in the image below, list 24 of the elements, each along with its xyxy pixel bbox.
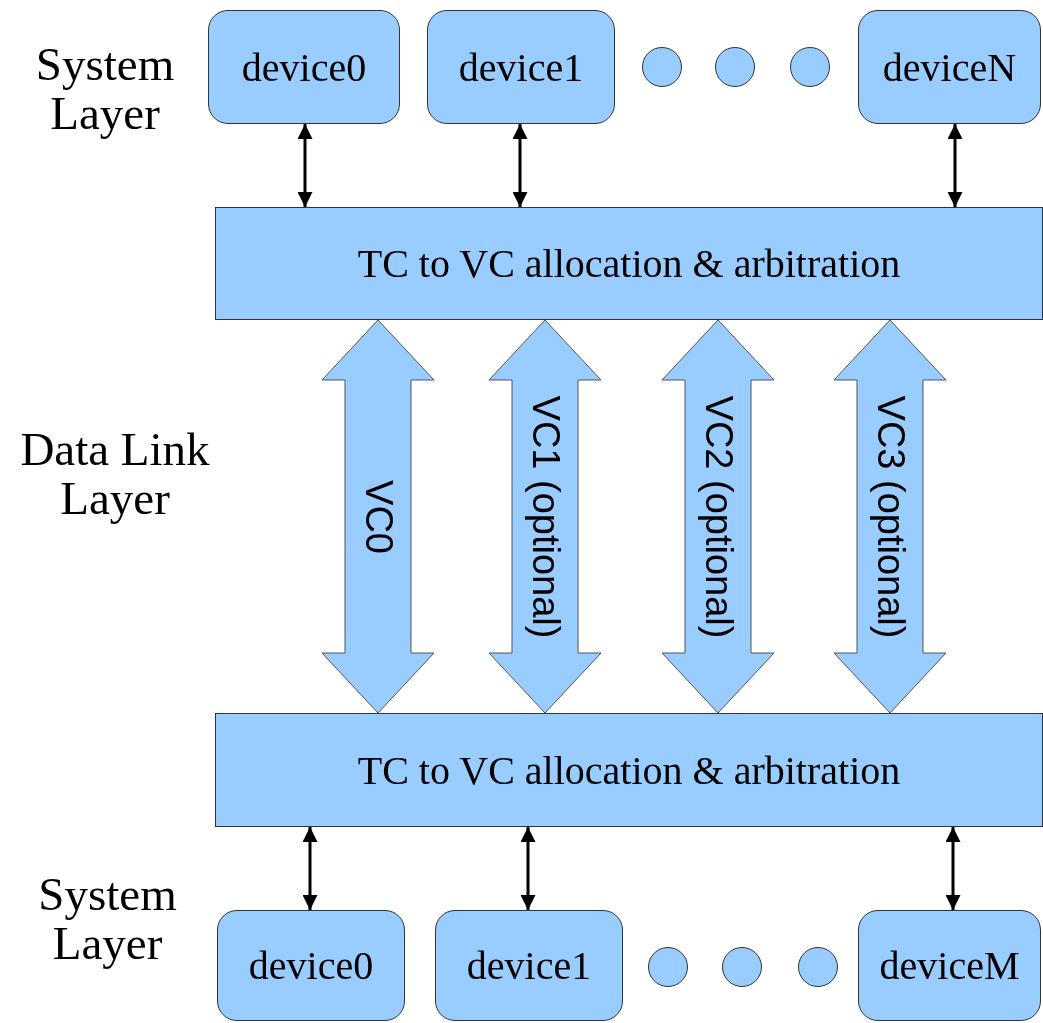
process-band: TC to VC allocation & arbitration (215, 207, 1043, 320)
arrow (302, 827, 318, 910)
ellipsis-dot (642, 47, 682, 87)
ellipsis-dot (790, 47, 830, 87)
device-box: device0 (217, 910, 405, 1021)
device-box: device1 (427, 10, 615, 124)
process-band: TC to VC allocation & arbitration (215, 713, 1043, 827)
ellipsis-dot (722, 947, 762, 987)
layer-label: System Layer (34, 40, 176, 139)
layer-label: Data Link Layer (19, 425, 211, 524)
arrow (520, 827, 536, 910)
device-box: deviceM (858, 910, 1041, 1021)
device-box: device0 (208, 10, 400, 124)
ellipsis-dot (648, 947, 688, 987)
layer-label: System Layer (37, 870, 178, 969)
ellipsis-dot (798, 947, 838, 987)
arrow (945, 827, 961, 910)
arrow (297, 124, 313, 207)
device-box: deviceN (858, 10, 1041, 124)
device-box: device1 (435, 910, 623, 1021)
block-arrow (321, 319, 435, 714)
ellipsis-dot (715, 47, 755, 87)
arrow (947, 124, 963, 207)
arrow (512, 124, 528, 207)
